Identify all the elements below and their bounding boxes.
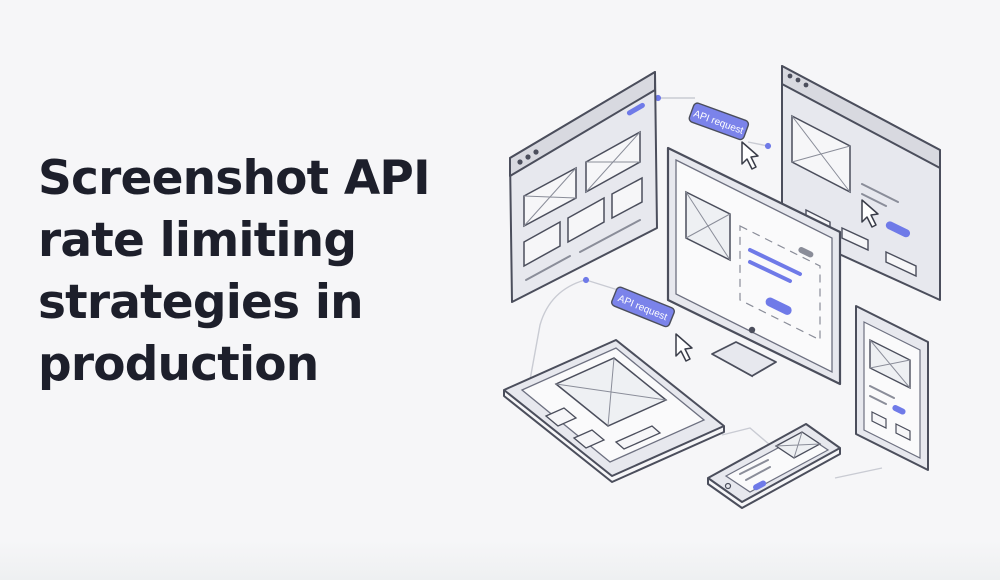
api-request-badge-middle: API request xyxy=(611,286,675,328)
cursor-icon xyxy=(675,333,693,362)
devices-illustration: API request xyxy=(503,65,941,509)
desktop-monitor xyxy=(666,146,842,386)
cursor-icon xyxy=(861,199,879,228)
title-line-2: rate limiting xyxy=(38,213,357,268)
tablet-landscape xyxy=(503,339,725,483)
bottom-fade xyxy=(0,540,1000,580)
title-line-1: Screenshot API xyxy=(38,151,431,206)
api-request-badge-top: API request xyxy=(688,102,750,141)
cursor-icon xyxy=(741,141,759,170)
browser-window-left xyxy=(509,71,658,303)
tablet-portrait xyxy=(855,305,929,471)
title-line-4: production xyxy=(38,337,319,392)
title-line-3: strategies in xyxy=(38,275,364,330)
page-title: Screenshot API rate limiting strategies … xyxy=(38,148,468,396)
phone xyxy=(707,423,841,509)
browser-accent-bar xyxy=(626,102,645,116)
